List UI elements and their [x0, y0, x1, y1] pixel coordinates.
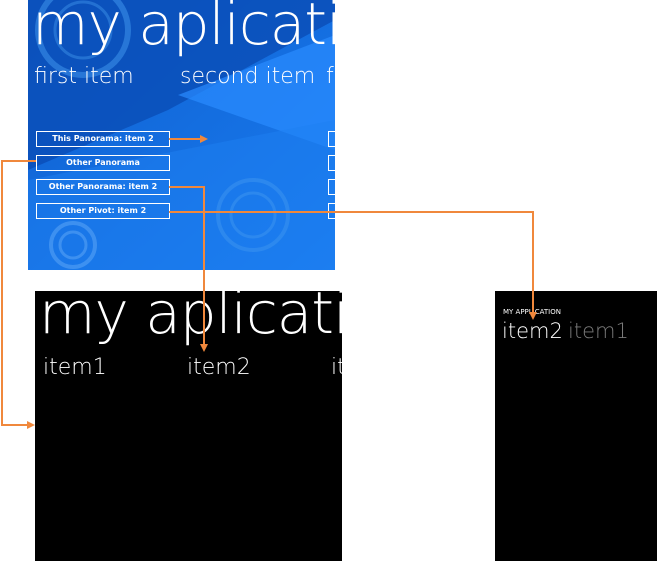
pivot-title: MY APPLICATION [503, 308, 561, 316]
panorama-header-second[interactable]: second item [180, 64, 316, 89]
offscreen-button-stub [328, 155, 335, 171]
other-panorama-item2-button[interactable]: Other Panorama: item 2 [36, 179, 170, 195]
panorama-header-third-partial[interactable]: f [326, 64, 334, 89]
panorama-header-item1[interactable]: item1 [43, 355, 107, 380]
source-panorama: my aplication first item second item f T… [28, 0, 335, 270]
offscreen-button-stub [328, 179, 335, 195]
offscreen-button-stub [328, 203, 335, 219]
panorama-header-first[interactable]: first item [34, 64, 134, 89]
panorama-header-item2[interactable]: item2 [187, 355, 251, 380]
panorama-header-third-partial[interactable]: it [331, 355, 342, 380]
offscreen-button-stub [328, 131, 335, 147]
other-pivot-item2-button[interactable]: Other Pivot: item 2 [36, 203, 170, 219]
pivot-item-inactive[interactable]: item1 [568, 319, 629, 343]
panorama-title: my aplication [39, 291, 342, 347]
panorama-title: my aplication [32, 0, 335, 58]
this-panorama-item2-button[interactable]: This Panorama: item 2 [36, 131, 170, 147]
target-pivot: MY APPLICATION item2 item1 [495, 291, 657, 561]
target-panorama: my aplication item1 item2 it [35, 291, 342, 561]
pivot-item-active[interactable]: item2 [502, 319, 563, 343]
other-panorama-button[interactable]: Other Panorama [36, 155, 170, 171]
